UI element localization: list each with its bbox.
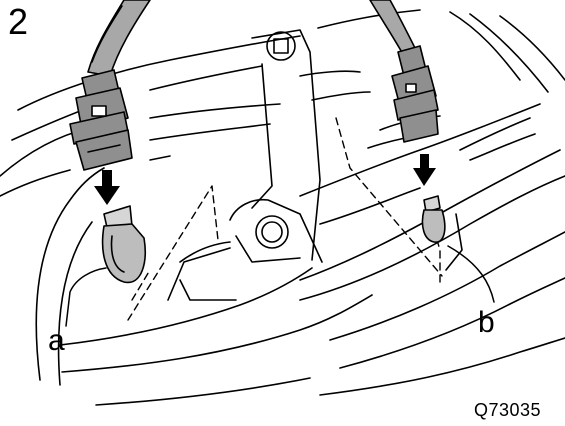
left-socket-connector [69,69,133,171]
callout-label-b: b [478,306,495,339]
figure-code: Q73035 [474,400,542,420]
housing-outline [0,9,565,406]
right-socket-connector [391,45,439,143]
callout-label-a: a [48,324,65,357]
wedge-bulb-a [101,205,146,284]
callout-leaders [65,245,495,327]
mounting-bolt [255,31,296,249]
socket-indicator-lines [127,117,443,321]
left-arrow-down-icon [94,170,120,205]
wedge-bulb-b [421,195,446,243]
right-cable [369,0,417,57]
step-number: 2 [8,1,29,42]
left-cable [87,0,151,77]
right-arrow-down-icon [413,154,436,186]
